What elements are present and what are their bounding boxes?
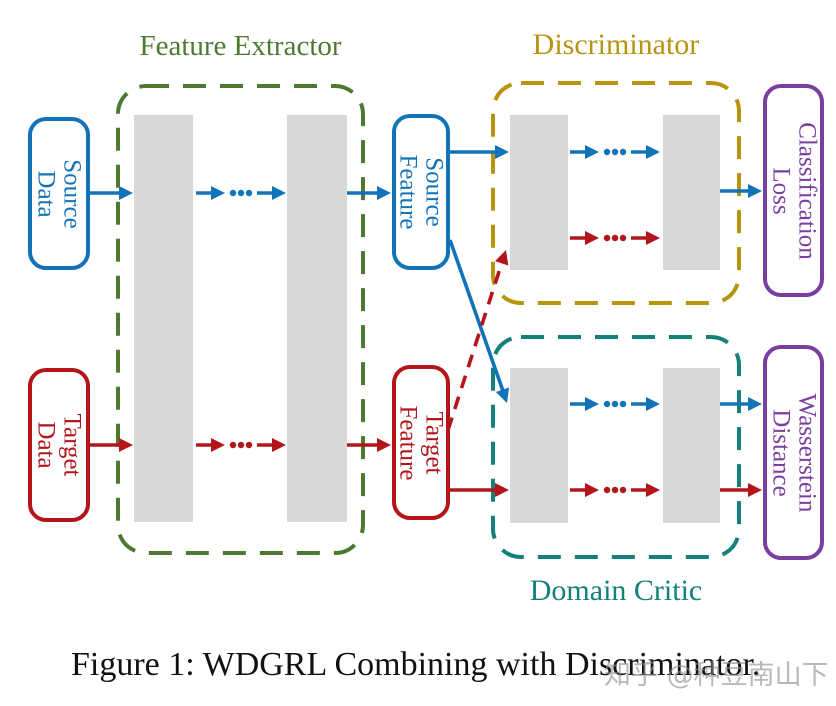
feature-extractor-dashed-box <box>116 84 365 555</box>
critic-source-ellipsis-dots <box>603 400 627 408</box>
figure-caption: Figure 1: WDGRL Combining with Discrimin… <box>71 646 761 683</box>
domain-critic-dashed-box <box>491 335 741 559</box>
discriminator-layer2-bar <box>663 115 720 270</box>
critic-to-wasserstein-blue-arrow <box>720 397 762 411</box>
target-feature-label: Target Feature <box>395 405 448 480</box>
source-feature-node: Source Feature <box>392 114 450 270</box>
source-data-node: Source Data <box>28 117 90 270</box>
fe-layer1-bar <box>134 115 193 522</box>
source-data-label: Source Data <box>33 158 86 229</box>
disc-target-ellipsis-dots <box>603 234 627 242</box>
classification-loss-label: Classification Loss <box>767 121 821 260</box>
feature-extractor-label: Feature Extractor <box>139 30 342 62</box>
fe-to-source-feature-arrow <box>347 186 391 200</box>
discriminator-label: Discriminator <box>532 28 700 61</box>
zhihu-watermark: 知乎 @种豆南山下 <box>604 660 829 691</box>
critic-inner-target-arrow-1 <box>570 483 599 497</box>
fe-to-target-feature-arrow <box>347 438 391 452</box>
target-data-node: Target Data <box>28 368 90 522</box>
disc-inner-source-arrow-1 <box>570 145 599 159</box>
fe-inner-target-arrow-2 <box>257 438 286 452</box>
source-feature-label: Source Feature <box>395 154 448 230</box>
wasserstein-distance-label: Wasserstein Distance <box>767 393 821 512</box>
fe-inner-source-arrow-2 <box>257 186 286 200</box>
target-data-to-fe-arrow <box>86 438 133 452</box>
fe-inner-target-arrow-1 <box>196 438 225 452</box>
source-data-to-fe-arrow <box>86 186 133 200</box>
source-feature-to-critic-arrow <box>448 239 510 403</box>
classification-loss-node: Classification Loss <box>763 84 824 297</box>
discriminator-dashed-box <box>491 81 741 305</box>
source-feature-to-discriminator-arrow <box>450 145 509 159</box>
target-feature-to-discriminator-dashed-arrow <box>446 250 509 431</box>
fe-layer2-bar <box>287 115 347 522</box>
discriminator-layer1-bar <box>510 115 568 270</box>
domain-critic-label: Domain Critic <box>529 574 703 607</box>
disc-inner-target-arrow-2 <box>631 231 660 245</box>
target-data-label: Target Data <box>33 413 86 477</box>
critic-target-ellipsis-dots <box>603 486 627 494</box>
target-feature-node: Target Feature <box>392 365 450 520</box>
critic-layer2-bar <box>663 368 720 523</box>
fe-source-ellipsis-dots <box>229 189 253 197</box>
fe-inner-source-arrow-1 <box>196 186 225 200</box>
discriminator-to-classification-loss-arrow <box>720 184 762 198</box>
disc-source-ellipsis-dots <box>603 148 627 156</box>
critic-inner-source-arrow-1 <box>570 397 599 411</box>
wasserstein-distance-node: Wasserstein Distance <box>763 345 824 560</box>
critic-inner-source-arrow-2 <box>631 397 660 411</box>
critic-layer1-bar <box>510 368 568 523</box>
critic-to-wasserstein-red-arrow <box>720 483 762 497</box>
disc-inner-source-arrow-2 <box>631 145 660 159</box>
critic-inner-target-arrow-2 <box>631 483 660 497</box>
target-feature-to-critic-arrow <box>450 483 509 497</box>
disc-inner-target-arrow-1 <box>570 231 599 245</box>
fe-target-ellipsis-dots <box>229 441 253 449</box>
